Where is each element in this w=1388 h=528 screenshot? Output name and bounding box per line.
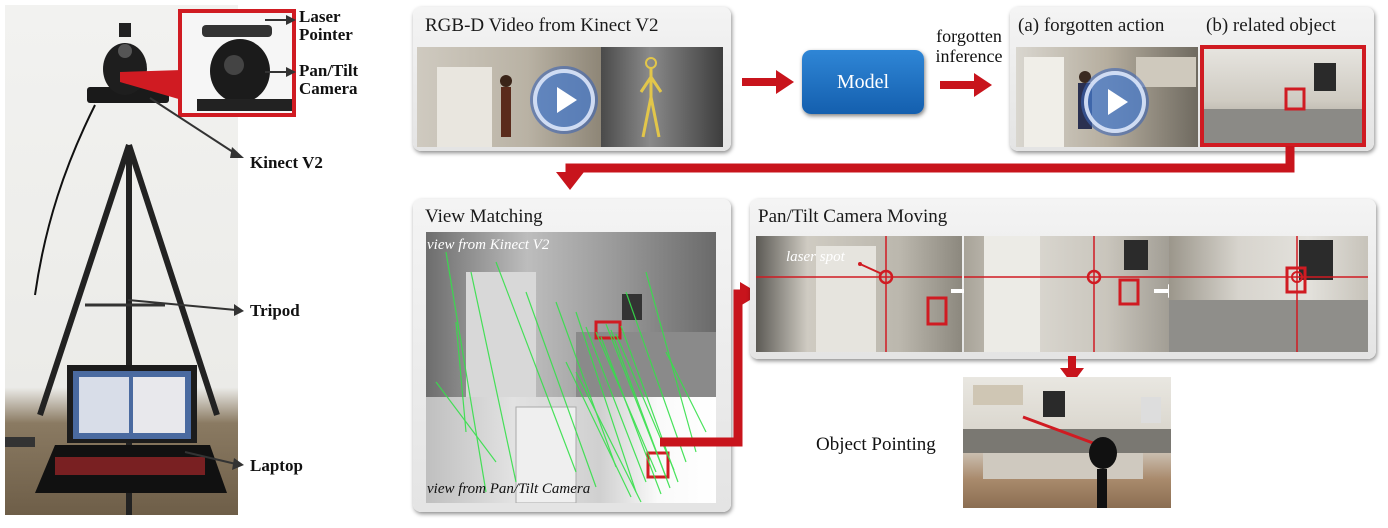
camera-frame-2 bbox=[964, 236, 1169, 352]
zoom-inset-drawing bbox=[197, 25, 292, 111]
feature-match-lines bbox=[435, 251, 707, 503]
view-matching-title: View Matching bbox=[425, 206, 543, 227]
camera-frame-3 bbox=[1169, 236, 1368, 352]
forgotten-action-frame bbox=[1016, 47, 1198, 147]
zoom-inset bbox=[178, 9, 296, 117]
label-kinect: Kinect V2 bbox=[250, 153, 323, 172]
related-object-label: (b) related object bbox=[1206, 15, 1336, 36]
related-object-frame bbox=[1200, 45, 1366, 147]
play-icon-output[interactable] bbox=[1084, 71, 1146, 133]
arrow-to-model bbox=[742, 70, 794, 94]
laser-spot-label: laser spot bbox=[786, 249, 845, 265]
rgbd-panel-title: RGB-D Video from Kinect V2 bbox=[425, 15, 659, 36]
depth-frame bbox=[601, 47, 723, 147]
camera-frame-1: laser spot bbox=[756, 236, 962, 352]
view-matching-panel: View Matching bbox=[413, 199, 731, 512]
zoom-connector bbox=[120, 70, 182, 100]
camera-moving-title: Pan/Tilt Camera Moving bbox=[758, 206, 948, 227]
label-tripod: Tripod bbox=[250, 301, 300, 320]
outputs-panel: (a) forgotten action (b) related object bbox=[1010, 7, 1374, 151]
object-pointing-photo bbox=[963, 377, 1171, 508]
pan-tilt-view-caption: view from Pan/Tilt Camera bbox=[427, 481, 591, 497]
camera-moving-panel: Pan/Tilt Camera Moving laser spot bbox=[750, 199, 1376, 359]
rgb-frame bbox=[417, 47, 601, 147]
play-icon[interactable] bbox=[533, 69, 595, 131]
rgbd-panel: RGB-D Video from Kinect V2 bbox=[413, 7, 731, 151]
model-block: Model bbox=[802, 50, 924, 114]
forgotten-action-label: (a) forgotten action bbox=[1018, 15, 1165, 36]
label-laser-pointer: Laser Pointer bbox=[299, 7, 353, 44]
label-laptop: Laptop bbox=[250, 456, 303, 475]
model-label: Model bbox=[836, 70, 890, 93]
pan-tilt-view-image bbox=[426, 397, 716, 503]
arrow-to-object-pointing bbox=[1060, 356, 1084, 384]
label-pan-tilt-camera: Pan/Tilt Camera bbox=[299, 61, 359, 98]
arrow-to-view-matching bbox=[556, 146, 1295, 190]
kinect-view-caption: view from Kinect V2 bbox=[427, 237, 550, 253]
object-pointing-label: Object Pointing bbox=[816, 434, 936, 455]
kinect-view-image bbox=[426, 232, 716, 397]
arrow-to-camera-moving bbox=[660, 282, 760, 447]
label-pointers bbox=[127, 15, 296, 470]
inference-label: forgotten inference bbox=[935, 26, 1003, 66]
arrow-to-outputs bbox=[940, 73, 992, 97]
